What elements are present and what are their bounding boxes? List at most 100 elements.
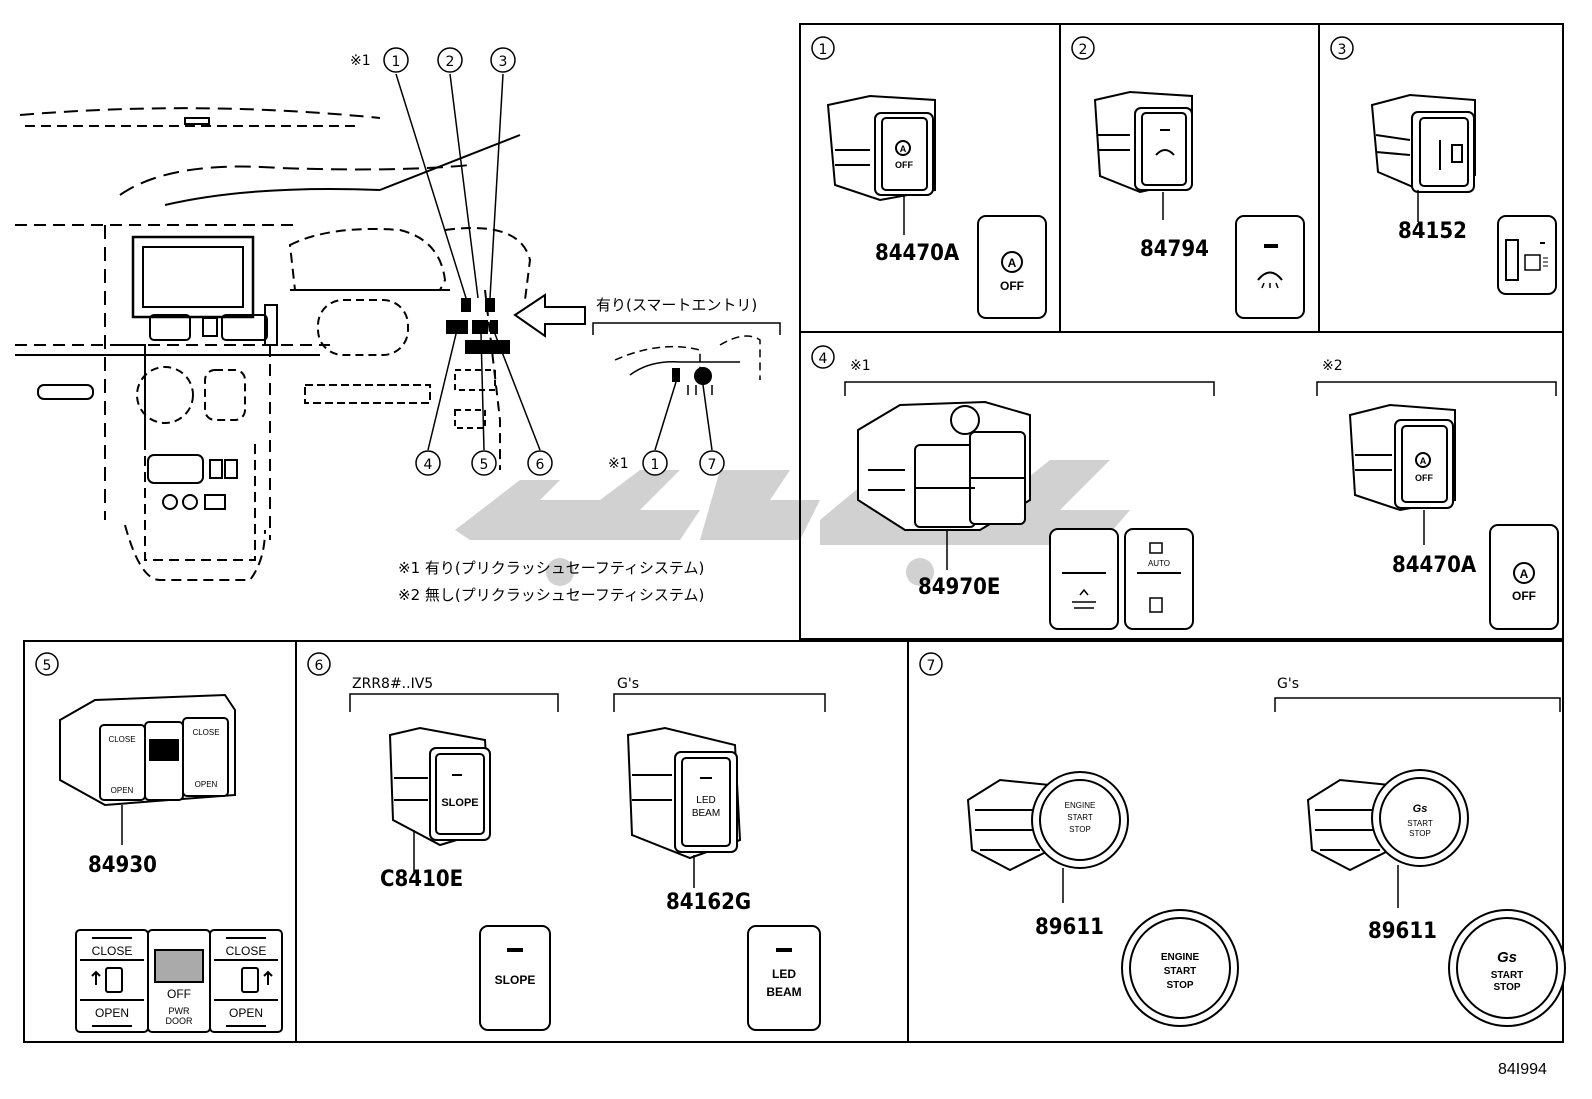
mini-open-left: OPEN: [111, 786, 134, 795]
callout-circle-6: [527, 450, 553, 476]
callout-leaders: [395, 73, 541, 451]
panel-4-num: 4: [819, 351, 828, 367]
callout-circle-5: [471, 450, 497, 476]
panel-3: 3 84152: [1330, 36, 1557, 295]
diagram-code: 84I994: [1498, 1061, 1547, 1078]
callout-circle-4: [415, 450, 441, 476]
button-start-label-gs: START: [1491, 970, 1524, 981]
button-beam-label: BEAM: [766, 985, 801, 999]
callout-circle-1: [383, 47, 409, 73]
button-stop-label: STOP: [1166, 980, 1193, 991]
callout-num-1: 1: [392, 54, 401, 70]
panel-6-variant-right: G's: [617, 676, 639, 692]
part-number-84794: 84794: [1140, 237, 1209, 262]
callout-note-1: ※1: [350, 53, 371, 69]
panel-4-note-1: ※1: [850, 358, 871, 374]
button-pwr-label: PWR: [169, 1006, 190, 1016]
callout-circle-2: [437, 47, 463, 73]
button-face-led-beam: LED BEAM: [747, 925, 821, 1031]
callout-num-2: 2: [446, 54, 455, 70]
switch-drawing-84970E: [857, 400, 1031, 531]
note-1: ※1 有り(プリクラッシュセーフティシステム): [398, 559, 704, 577]
panel-5-num: 5: [43, 658, 52, 674]
mini-stop-right: STOP: [1409, 829, 1431, 838]
panel-7-num: 7: [927, 658, 936, 674]
switch-led-mini: LED: [696, 795, 715, 806]
switch-drawing-84470A-2: [1348, 403, 1456, 512]
switch-drawing-84162G: [626, 726, 742, 860]
button-face-a-2: A: [1520, 567, 1529, 581]
switch-icon-a: A: [900, 144, 907, 154]
button-face-slope: SLOPE: [479, 925, 551, 1031]
button-face-power-door: [75, 929, 283, 1033]
button-open-right: OPEN: [229, 1006, 263, 1020]
smart-entry-note: ※1: [608, 456, 629, 472]
mini-stop-left: STOP: [1069, 825, 1091, 834]
panel-1: 1 A OFF 84470A A OFF: [811, 36, 1047, 319]
start-switch-drawing-left: [966, 771, 1129, 872]
button-face-pcs-off: [1049, 528, 1119, 630]
part-number-84152: 84152: [1398, 219, 1467, 244]
button-face-auto-off: A OFF: [977, 215, 1047, 319]
button-engine-label: ENGINE: [1161, 952, 1200, 963]
button-face-a: A: [1008, 256, 1017, 270]
button-door-label: DOOR: [166, 1016, 194, 1026]
switch-icon-a-2: A: [1420, 456, 1427, 466]
callouts-top: ※1 1 2 3: [350, 47, 516, 73]
panel-2-num: 2: [1079, 42, 1088, 58]
button-face-engine-start-stop: ENGINE START STOP: [1121, 909, 1239, 1027]
mini-open-right: OPEN: [195, 780, 218, 789]
location-arrow: [513, 293, 586, 338]
callouts-bottom: 4 5 6: [415, 450, 553, 476]
button-face-auto-headlight: AUTO: [1124, 528, 1194, 630]
button-face-headlight-level: [1497, 215, 1557, 295]
mini-close-left: CLOSE: [108, 735, 135, 744]
button-face-off-2: OFF: [1512, 589, 1536, 603]
button-start-label: START: [1164, 966, 1197, 977]
switch-beam-mini: BEAM: [692, 808, 720, 819]
smart-entry-label: 有り(スマートエントリ): [596, 296, 757, 314]
switch-drawing-C8410E: [388, 726, 492, 847]
part-number-84162G: 84162G: [666, 890, 751, 915]
panel-3-num: 3: [1338, 42, 1347, 58]
panel-7-variant: G's: [1277, 676, 1299, 692]
dashboard-overview: [15, 107, 532, 581]
callout-num-5: 5: [480, 457, 489, 473]
switch-icon-off-2: OFF: [1415, 473, 1433, 483]
callout-num-4: 4: [424, 457, 433, 473]
part-number-89611-right: 89611: [1368, 919, 1437, 944]
mini-start-right: START: [1407, 819, 1433, 828]
button-face-gs-start-stop: Gs START STOP: [1448, 909, 1566, 1027]
smart-entry-num-7: 7: [708, 457, 717, 473]
switch-drawing-84794: [1093, 90, 1193, 194]
part-number-84970E: 84970E: [918, 575, 1000, 600]
panel-6-num: 6: [315, 658, 324, 674]
button-face-auto-off-2: A OFF: [1489, 524, 1559, 630]
panel-2: 2 84794: [1071, 36, 1305, 319]
note-2: ※2 無し(プリクラッシュセーフティシステム): [398, 586, 704, 604]
part-number-84470A: 84470A: [875, 241, 960, 266]
panel-4: 4 ※1 84970E AUTO ※2: [811, 345, 1559, 630]
panel-5: 5 CLOSE OPEN CLOSE OPEN 84930: [35, 652, 283, 1033]
switch-drawing-84152: [1370, 93, 1476, 193]
smart-entry-num-1: 1: [651, 457, 660, 473]
button-face-off: OFF: [1000, 279, 1024, 293]
switch-drawing-84930: [59, 693, 236, 807]
button-slope-label: SLOPE: [495, 973, 536, 987]
button-face-defogger: [1235, 215, 1305, 319]
panel-6-variant-left: ZRR8#..IV5: [352, 676, 433, 692]
start-switch-drawing-right: [1306, 769, 1469, 872]
switch-icon-off: OFF: [895, 160, 913, 170]
panel-7: 7 G's ENGINE START STOP 89611 ENGINE STA…: [919, 652, 1566, 1027]
button-close-left: CLOSE: [92, 944, 133, 958]
part-number-89611-left: 89611: [1035, 915, 1104, 940]
callout-num-3: 3: [499, 54, 508, 70]
mini-engine-left: ENGINE: [1065, 801, 1096, 810]
callout-circle-3: [490, 47, 516, 73]
button-stop-label-gs: STOP: [1493, 982, 1520, 993]
callout-num-6: 6: [536, 457, 545, 473]
switch-cluster: [446, 298, 510, 354]
auto-label: AUTO: [1148, 559, 1170, 568]
panel-frames: [23, 23, 1564, 1043]
